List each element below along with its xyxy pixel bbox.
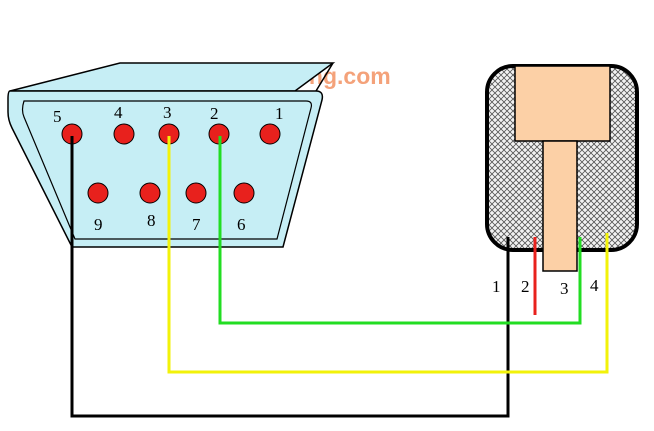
wire-green <box>218 136 582 325</box>
db9-pin-label-8: 8 <box>147 211 156 230</box>
db9-pin-label-7: 7 <box>192 215 201 234</box>
db9-pin-4 <box>113 123 135 145</box>
db9-pin-labels: 1 2 3 4 5 6 7 8 9 <box>53 103 284 234</box>
db9-pin-7 <box>185 182 207 204</box>
db9-pin-1 <box>259 123 281 145</box>
wire-black <box>70 136 510 418</box>
db9-pin-6 <box>233 182 255 204</box>
db9-pins <box>61 123 281 204</box>
db9-pin-9 <box>87 182 109 204</box>
connector-terminal-labels: 1 2 3 4 <box>492 276 599 298</box>
db9-connector: 1 2 3 4 5 6 7 8 9 <box>7 62 336 248</box>
db9-pin-label-5: 5 <box>53 107 62 126</box>
round-connector: 1 2 3 4 <box>485 64 639 298</box>
db9-pin-label-4: 4 <box>114 103 123 122</box>
db9-pin-label-6: 6 <box>237 215 246 234</box>
connector-terminal-label-4: 4 <box>590 276 599 295</box>
connector-insert-top <box>514 65 611 142</box>
connector-insert-stem <box>542 140 578 272</box>
db9-pin-label-2: 2 <box>210 104 219 123</box>
db9-shell-inner <box>21 100 313 240</box>
connector-terminal-label-3: 3 <box>560 279 569 298</box>
db9-pin-label-1: 1 <box>275 104 284 123</box>
wires <box>70 136 609 418</box>
wire-yellow <box>167 136 609 374</box>
db9-side-edge <box>315 62 334 92</box>
db9-top-face <box>9 62 336 92</box>
db9-pin-label-3: 3 <box>163 103 172 122</box>
connector-terminal-label-1: 1 <box>492 277 501 296</box>
db9-pin-8 <box>139 182 161 204</box>
db9-pin-label-9: 9 <box>94 215 103 234</box>
connector-terminal-label-2: 2 <box>521 277 530 296</box>
